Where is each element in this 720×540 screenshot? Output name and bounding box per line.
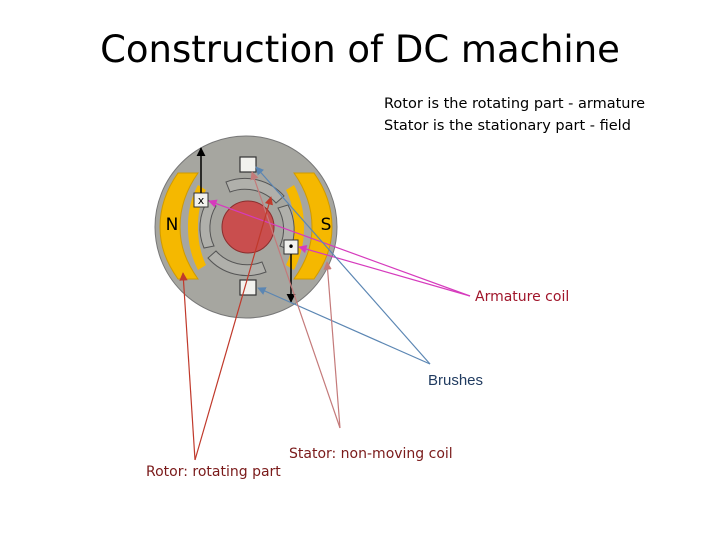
rotor-pointer-2: [194, 196, 273, 461]
north-pole: [159, 172, 199, 280]
stator-coil-label: Stator: non-moving coil: [289, 446, 453, 462]
page-title: Construction of DC machine: [100, 28, 620, 71]
armature-coil-pointer-2: [298, 245, 471, 297]
armature-coil-pointer-1: [208, 199, 471, 297]
rotor-core: [221, 200, 275, 254]
brushes-label: Brushes: [428, 372, 484, 389]
stator-description: Stator is the stationary part - field: [384, 118, 631, 134]
south-pole-label: S: [321, 215, 332, 235]
brush-pointer-bottom: [257, 287, 431, 365]
stator-coil-pointer-1: [250, 171, 341, 429]
brush-top: [239, 156, 257, 173]
armature-coil-cross-symbol: x: [198, 194, 205, 207]
armature-segment-left: [199, 199, 217, 249]
south-pole: [293, 172, 333, 280]
north-pole-label: N: [166, 215, 179, 235]
rotor-label: Rotor: rotating part: [146, 464, 281, 480]
rotor-pointer-1: [179, 272, 196, 461]
rotor-description: Rotor is the rotating part - armature: [384, 96, 646, 112]
armature-coil-dot-symbol: •: [287, 240, 294, 254]
brush-pointer-top: [255, 166, 431, 365]
armature-segment-right: [277, 204, 295, 251]
brush-bottom: [239, 279, 257, 296]
north-pole-shoe: [188, 185, 206, 270]
stator-coil-pointer-2: [323, 261, 341, 429]
armature-segment-lower: [207, 250, 267, 277]
armature-coil-label: Armature coil: [475, 289, 570, 305]
